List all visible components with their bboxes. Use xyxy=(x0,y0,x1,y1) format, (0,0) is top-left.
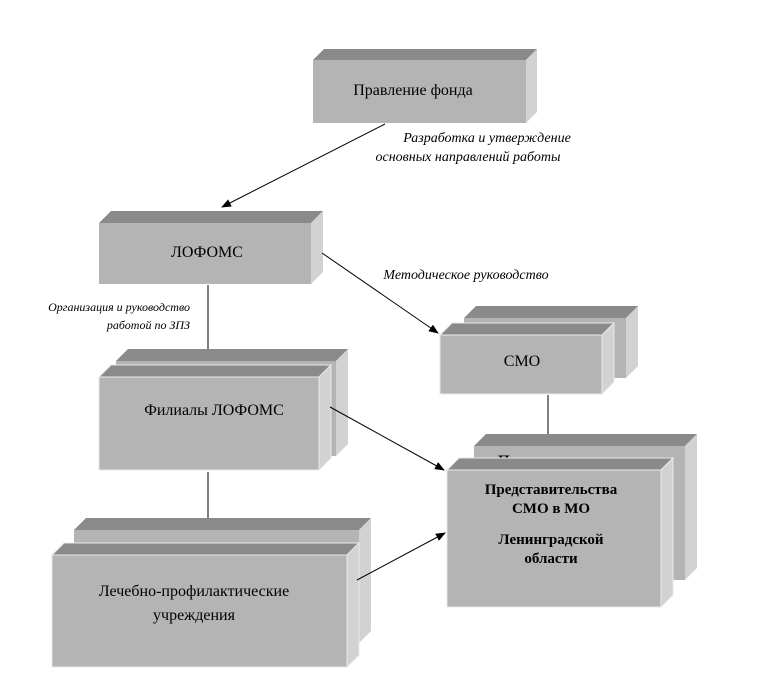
edge-label-lofoms-to-branches-2: работой по ЗПЗ xyxy=(106,318,190,332)
edge-label-lofoms-to-smo: Методическое руководство xyxy=(382,268,548,283)
representations-label-1: Представительства xyxy=(485,482,618,498)
branches-box: Филиалы ЛОФОМС xyxy=(97,363,333,472)
edge-label-board-to-lofoms-2: основных направлений работы xyxy=(376,150,561,165)
lofoms-box: ЛОФОМС xyxy=(99,211,323,284)
arrow-branches-to-representations xyxy=(329,406,445,471)
smo-box: СМО xyxy=(438,321,616,396)
clinics-label-1: Лечебно-профилактические xyxy=(99,583,289,600)
branches-label: Филиалы ЛОФОМС xyxy=(144,402,284,419)
arrow-clinics-to-representations xyxy=(356,532,446,581)
arrow-board-to-lofoms xyxy=(221,123,386,208)
lofoms-label: ЛОФОМС xyxy=(171,244,243,261)
clinics-box: Лечебно-профилактические учреждения xyxy=(50,541,361,669)
clinics-label-2: учреждения xyxy=(153,607,236,624)
edge-label-lofoms-to-branches-1: Организация и руководство xyxy=(48,300,190,314)
representations-label-2: СМО в МО xyxy=(512,501,590,517)
representations-label-3: Ленинградской xyxy=(498,532,604,548)
representations-box: Представительства СМО в МО Ленинградской… xyxy=(445,456,675,609)
arrow-lofoms-to-smo xyxy=(321,252,439,334)
edge-label-board-to-lofoms-1: Разработка и утверждение xyxy=(402,131,571,146)
board-box: Правление фонда xyxy=(313,49,537,123)
representations-label-4: области xyxy=(524,551,578,567)
smo-label: СМО xyxy=(504,353,540,370)
board-label: Правление фонда xyxy=(353,82,472,99)
